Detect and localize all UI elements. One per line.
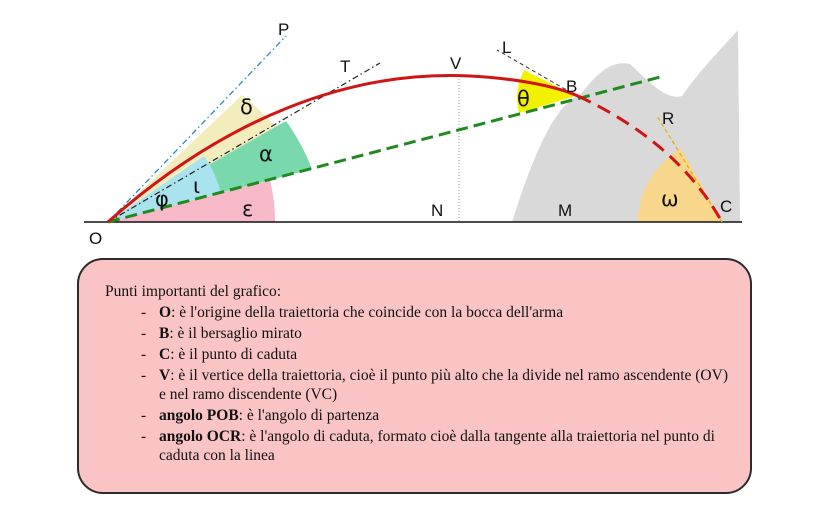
legend-term: V [159,367,171,384]
legend-text: : è il bersaglio mirato [169,325,302,342]
legend-item: B: è il bersaglio mirato [141,324,730,343]
legend-text: : è l'angolo di caduta, formato cioè dal… [159,428,715,464]
legend-text: : è il vertice della traiettoria, cioè i… [159,367,728,403]
trajectory-diagram: O P T V L B R N M C δ α φ ι ε θ ω [84,20,742,248]
legend-term: angolo OCR [159,428,242,445]
legend-item: C: è il punto di caduta [141,345,730,364]
label-point-o: O [89,229,102,248]
trajectory-descending [577,94,724,223]
legend-box: Punti importanti del grafico: O: è l'ori… [77,258,752,494]
legend-term: O [159,304,172,321]
sector-omega [638,149,722,222]
legend-term: angolo POB [159,407,239,424]
label-point-b: B [566,77,577,96]
label-angle-omega: ω [661,187,679,211]
label-point-n: N [431,201,443,220]
legend-term: B [159,325,170,342]
label-point-m: M [558,201,572,220]
legend-text: : è l'origine della traiettoria che coin… [171,304,564,321]
line-of-sight [107,74,665,224]
label-angle-delta: δ [240,95,253,119]
label-point-l: L [502,38,511,57]
label-point-v: V [450,54,462,73]
legend-list: O: è l'origine della traiettoria che coi… [105,303,730,465]
legend-title: Punti importanti del grafico: [105,283,282,300]
sector-theta [517,70,576,113]
legend-item: O: è l'origine della traiettoria che coi… [141,303,730,322]
label-point-r: R [662,109,674,128]
label-angle-theta: θ [517,87,530,111]
line-op [107,35,287,223]
label-point-p: P [278,20,289,39]
label-angle-phi: φ [155,187,169,211]
legend-text: : è il punto di caduta [170,346,298,363]
legend-item: angolo OCR: è l'angolo di caduta, format… [141,427,730,465]
legend-item: angolo POB: è l'angolo di partenza [141,406,730,425]
label-angle-iota: ι [193,174,200,198]
legend-item: V: è il vertice della traiettoria, cioè … [141,366,730,404]
legend-text: : è l'angolo di partenza [238,407,380,424]
label-angle-alpha: α [259,142,273,166]
trajectory-ascending [107,74,579,224]
legend-term: C [159,346,171,363]
label-point-c: C [720,197,732,216]
label-angle-epsilon: ε [242,197,253,221]
line-ot [107,62,381,223]
label-point-t: T [340,57,350,76]
